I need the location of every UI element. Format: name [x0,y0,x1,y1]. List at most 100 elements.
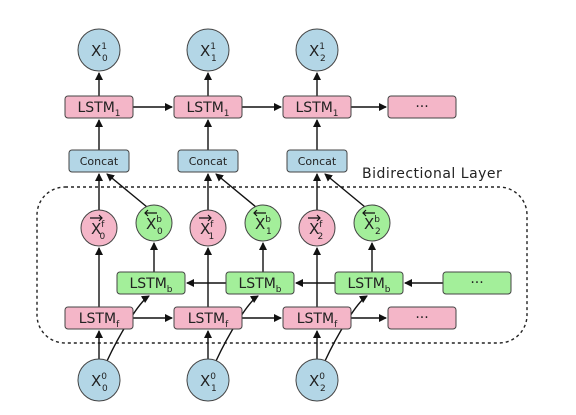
input-x0-0-label-sup: 0 [101,372,107,382]
concat-1-label: Concat [189,155,228,168]
output-x1-1-label: X1 1 [200,42,217,64]
lstmb-0-label: LSTMb [129,276,172,295]
lstm1-0-label-sub: 1 [115,109,121,119]
forward-state-2-circle [298,209,336,247]
lstm1-2-label-sub: 1 [333,109,339,119]
forward-state-0-circle [80,209,118,247]
backward-state-1-label-sup: b [265,215,271,225]
backward-state-0-direction-arrow-icon [144,209,157,217]
concat-2-label: Concat [298,155,337,168]
input-x0-2-label-sub: 2 [320,384,326,394]
lstmf-2-label: LSTMf [297,311,338,330]
output-x1-0-label-sub: 0 [102,54,108,64]
backward-state-1-label-sub: 1 [266,227,272,237]
input-x0-1-label-sub: 1 [211,384,217,394]
input-x0-1-circle [186,358,230,402]
forward-state-0-label-sub: 0 [99,232,105,242]
lstmf-0-label-sub: f [116,320,120,330]
forward-state-0-label: Xf 0 [91,220,105,242]
lstm1-2-label-base: LSTM [295,100,332,116]
lstm1-0-label-base: LSTM [77,100,114,116]
arrow-backward-to-concat-0 [106,173,148,208]
backward-state-2-circle [353,204,391,242]
backward-state-0-label-base: X [146,215,156,233]
concat-1-box [177,149,239,173]
output-x1-2-label: X1 2 [309,42,326,64]
lstmb-0-box [116,271,186,295]
forward-state-1-circle [189,209,227,247]
output-x1-2-label-sub: 2 [320,54,326,64]
lstmf-0-box [64,306,134,330]
lstmf-ellipsis-box [387,306,457,330]
arrow-backward-to-concat-1 [215,173,257,208]
output-x1-2-circle [295,28,339,72]
forward-state-2-label-sup: f [319,220,323,230]
lstmb-0-label-sub: b [167,285,173,295]
backward-state-0-label-sup: b [156,215,162,225]
forward-state-1-label-sup: f [210,220,214,230]
lstmf-ellipsis-label: ··· [415,310,428,326]
input-x0-1-label-sup: 0 [210,372,216,382]
concat-0-label: Concat [80,155,119,168]
input-x0-2-label: X0 2 [309,372,326,394]
lstmf-1-label-sub: f [225,320,229,330]
concat-2-box [286,149,348,173]
forward-state-1-direction-arrow-icon [199,214,212,222]
lstmb-ellipsis-label: ··· [470,275,483,291]
input-x0-1-label: X0 1 [200,372,217,394]
lstm1-1-label: LSTM1 [186,100,229,119]
lstmb-1-label: LSTMb [238,276,281,295]
lstmf-0-label: LSTMf [79,311,120,330]
concat-0-box [68,149,130,173]
lstmb-2-label-sub: b [385,285,391,295]
lstmb-ellipsis-box [442,271,512,295]
lstm1-1-label-base: LSTM [186,100,223,116]
forward-state-1-label-sub: 1 [208,232,214,242]
bidirectional-layer-label: Bidirectional Layer [362,166,502,182]
input-x0-0-circle [77,358,121,402]
backward-state-2-label-base: X [364,215,374,233]
input-x0-2-label-sup: 0 [319,372,325,382]
backward-state-2-direction-arrow-icon [362,209,375,217]
lstmf-2-label-base: LSTM [297,311,334,327]
backward-state-0-circle [135,204,173,242]
lstmb-1-label-sub: b [276,285,282,295]
output-x1-2-label-sup: 1 [319,42,325,52]
input-x0-2-label-base: X [309,372,319,390]
forward-state-2-direction-arrow-icon [308,214,321,222]
output-x1-0-label-base: X [91,42,101,60]
output-x1-1-label-base: X [200,42,210,60]
backward-state-2-label-sup: b [374,215,380,225]
output-x1-2-label-base: X [309,42,319,60]
forward-state-0-label-sup: f [101,220,105,230]
lstmb-2-box [334,271,404,295]
lstm1-ellipsis-box [387,95,457,119]
lstm1-0-box [64,95,134,119]
lstm1-0-label: LSTM1 [77,100,120,119]
forward-state-1-label-base: X [200,220,210,238]
lstm1-2-box [282,95,352,119]
input-x0-1-label-base: X [200,372,210,390]
forward-state-2-label-sub: 2 [317,232,323,242]
output-x1-1-label-sup: 1 [210,42,216,52]
lstm1-1-box [173,95,243,119]
lstm1-2-label: LSTM1 [295,100,338,119]
output-x1-0-circle [77,28,121,72]
lstm1-1-label-sub: 1 [224,109,230,119]
input-x0-2-circle [295,358,339,402]
lstmf-1-label-base: LSTM [188,311,225,327]
lstmf-2-box [282,306,352,330]
arrows-group [95,72,443,362]
output-x1-1-label-sub: 1 [211,54,217,64]
bidirectional-layer-boundary [36,186,528,344]
lstmf-1-box [173,306,243,330]
lstmf-2-label-sub: f [334,320,338,330]
forward-state-0-label-base: X [91,220,101,238]
